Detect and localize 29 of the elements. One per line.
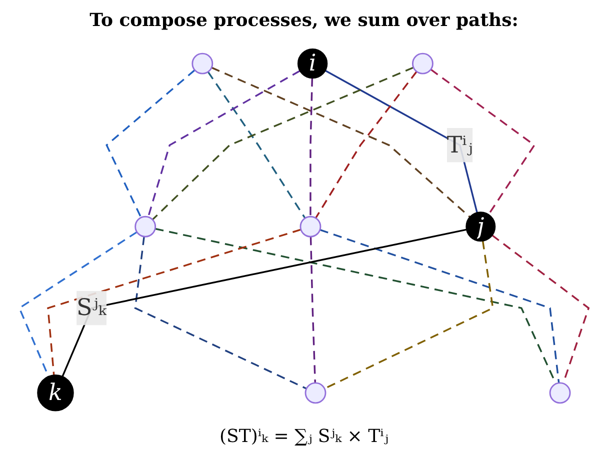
connector bbox=[62, 228, 467, 377]
node-circle bbox=[300, 216, 322, 238]
node-circle bbox=[192, 52, 214, 74]
connector bbox=[147, 70, 300, 218]
connector bbox=[207, 71, 306, 219]
connector bbox=[324, 70, 478, 213]
connector bbox=[324, 240, 494, 390]
edge-label: Sʲₖ bbox=[76, 294, 107, 321]
node-circle: j bbox=[466, 212, 496, 242]
connector bbox=[320, 229, 560, 384]
formula-caption: (ST)ⁱₖ = ∑ⱼ Sʲₖ × Tⁱⱼ bbox=[220, 426, 388, 447]
connector bbox=[152, 66, 414, 220]
connector bbox=[47, 228, 302, 376]
node-circle bbox=[549, 382, 571, 404]
node-circle: i bbox=[297, 48, 328, 79]
connector bbox=[154, 228, 557, 384]
connector bbox=[430, 68, 536, 216]
node-circle bbox=[134, 216, 156, 238]
connector bbox=[134, 236, 307, 390]
node-circle bbox=[304, 382, 326, 404]
connector bbox=[310, 236, 316, 383]
connector bbox=[314, 71, 418, 219]
node-circle: k bbox=[37, 374, 74, 412]
connector bbox=[310, 78, 314, 217]
edge-label: Tⁱⱼ bbox=[446, 130, 473, 158]
title: To compose processes, we sum over paths: bbox=[90, 10, 518, 31]
connector bbox=[211, 66, 471, 218]
connector bbox=[106, 69, 196, 218]
node-circle bbox=[412, 52, 434, 74]
